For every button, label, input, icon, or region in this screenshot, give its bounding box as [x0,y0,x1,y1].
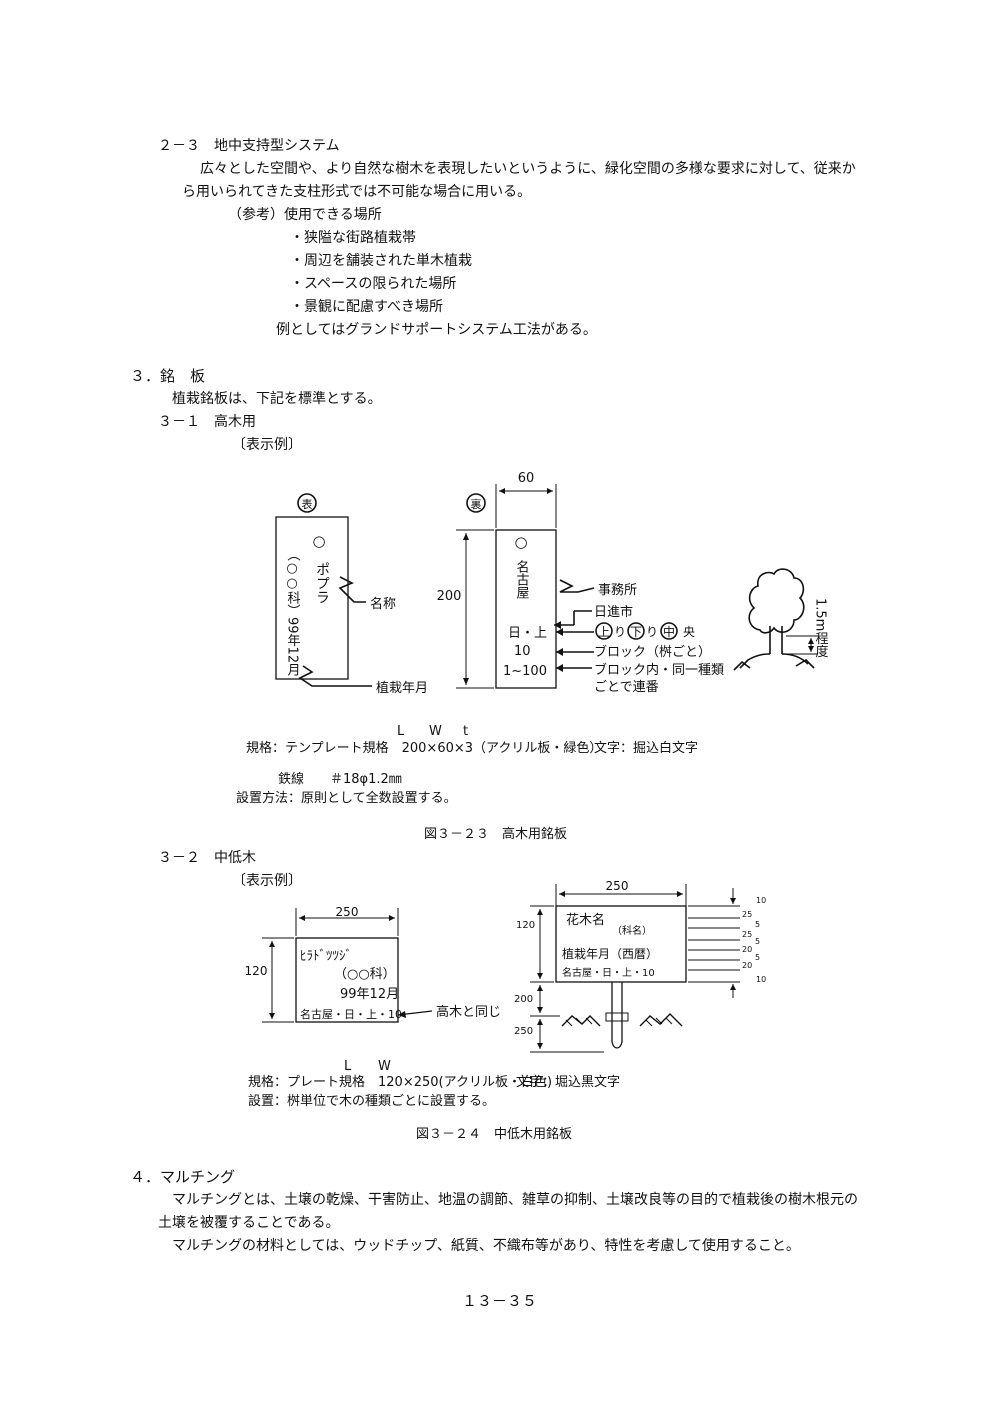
heading-3-1: ３－１ 高木用 [158,414,256,430]
fig24-right-width-dim: 250 [606,879,629,893]
side-dim: 25 [742,910,752,919]
lwt-w: W [429,724,442,739]
date-pointer [298,665,372,687]
paragraph-4-1-line2: 土壌を被覆することである。 [158,1215,340,1231]
plate-name: ﾋﾗﾄﾞﾂﾂｼﾞ [300,949,352,964]
paragraph-4-1-line1: マルチングとは、土壌の乾燥、干害防止、地温の調節、雑草の抑制、土壌改良等の目的で… [172,1192,858,1208]
back-mark-circle [466,493,486,513]
plate-flower: 花木名 [566,912,605,928]
place-item: ・スペースの限られた場所 [290,276,457,292]
display-example-label: 〔表示例〕 [232,437,302,453]
plate-date: 99年12月 [340,987,399,1002]
back-line1: 日・上 [508,626,547,641]
reference-label: （参考）使用できる場所 [228,207,382,223]
fig24-install: 設置：桝単位で木の種類ごとに設置する。 [248,1094,496,1109]
plate-date-detail: 植栽年月（西暦） [562,946,658,961]
fig23-spec-text: 文字：掘込白文字 [594,741,699,756]
label-block-inner2: ごとで連番 [594,679,659,695]
paragraph-2-3-line1: 広々とした空間や、より自然な樹木を表現したいというように、緑化空間の多様な要求に… [200,161,856,177]
label-office: 事務所 [598,583,637,598]
label-nisshin: 日進市 [594,604,633,620]
display-example-label-2: 〔表示例〕 [232,873,302,889]
route-ri2: り [646,625,658,639]
fig23-caption: 図３－２３ 高木用銘板 [424,827,568,842]
fig24-left-height-dim: 120 [245,964,268,978]
front-mark-circle [297,493,317,513]
back-line2: 10 [514,644,531,659]
paragraph-4-2: マルチングの材料としては、ウッドチップ、紙質、不織布等があり、特性を考慮して使用… [172,1238,800,1254]
lwt-l: L [397,724,405,739]
route-up: 上 [598,625,610,639]
back-width-dim: 60 [518,471,535,486]
paragraph-2-3-line2: ら用いられてきた支柱形式では不可能な場合に用いる。 [182,184,532,200]
front-circle: ○ [312,532,325,550]
place-item: ・狭隘な街路植栽帯 [290,230,416,246]
back-mark: 裏 [471,497,482,511]
route-down: 下 [630,625,642,639]
label-block-inner1: ブロック内・同一種類 [594,662,724,678]
fig24-spec-text: 文字：堀込黒文字 [516,1075,621,1090]
lwt-t: t [463,724,469,739]
side-dim: 10 [756,896,766,905]
route-center: 中 [663,624,675,639]
fig24-dim-250: 250 [514,1026,533,1037]
route-ri1: り [614,625,626,639]
office-pointer [559,579,595,593]
front-family: （○○科）99年12月 [285,548,301,678]
plate-code-detail: 名古屋・日・上・10 [562,966,655,979]
page-number: １３－３５ [462,1292,538,1310]
front-plate [275,516,349,680]
lw-l: L [344,1059,352,1074]
plate-code: 名古屋・日・上・10 [300,1007,402,1021]
place-item: ・景観に配慮すべき場所 [290,299,444,315]
back-circle: ○ [514,533,527,551]
side-dim: 25 [742,930,752,939]
back-city: 名古屋 [514,559,530,600]
tree-height-note: 1.5m程度 [813,598,829,658]
label-date: 植栽年月 [376,680,428,696]
fig24-left-width-dim: 250 [336,905,359,919]
heading-3: ３．銘 板 [130,367,206,385]
fig23-spec: 規格：テンプレート規格 200×60×3（アクリル板・緑色） [246,741,603,756]
lw-w: W [378,1059,391,1074]
side-dim: 5 [755,953,760,962]
fig24-dim-120: 120 [516,920,535,931]
fig24-spec: 規格：プレート規格 120×250(アクリル板・白色) [248,1075,553,1090]
intro-3: 植栽銘板は、下記を標準とする。 [172,391,382,407]
heading-3-2: ３－２ 中低木 [158,850,256,866]
side-dim: 5 [755,920,760,929]
back-line3: 1~100 [503,664,547,679]
side-dim: 5 [755,937,760,946]
back-height-dim: 200 [437,589,462,604]
fig24-dim-200: 200 [514,994,533,1005]
side-dim: 10 [756,975,766,984]
back-plate [495,529,557,689]
label-name: 名称 [370,596,396,612]
heading-2-3: ２－３ 地中支持型システム [158,138,340,154]
plate-family: （○○科） [334,967,396,982]
side-dim: 20 [742,961,752,970]
tree-illustration [733,568,815,671]
fig23-install: 設置方法：原則として全数設置する。 [236,791,457,806]
side-dim: 20 [742,945,752,954]
low-tree-plate-detail [555,905,687,983]
example-text: 例としてはグランドサポートシステム工法がある。 [276,322,597,338]
heading-4: ４．マルチング [130,1168,236,1186]
fig24-caption: 図３－２４ 中低木用銘板 [416,1127,573,1142]
low-tree-plate [295,937,399,1023]
name-pointer [338,576,366,603]
side-dimension-ladder [688,888,740,998]
label-same-as-tall: 高木と同じ [436,1004,501,1020]
front-mark: 表 [302,497,313,511]
route-o: 央 [683,625,695,639]
plate-family-detail: （科名） [612,924,652,937]
place-item: ・周辺を舗装された単木植栽 [290,253,472,269]
front-name: ポプラ [314,562,330,604]
fig23-wire: 鉄線 ＃18φ1.2㎜ [278,772,402,787]
label-block: ブロック（桝ごと） [594,644,711,660]
